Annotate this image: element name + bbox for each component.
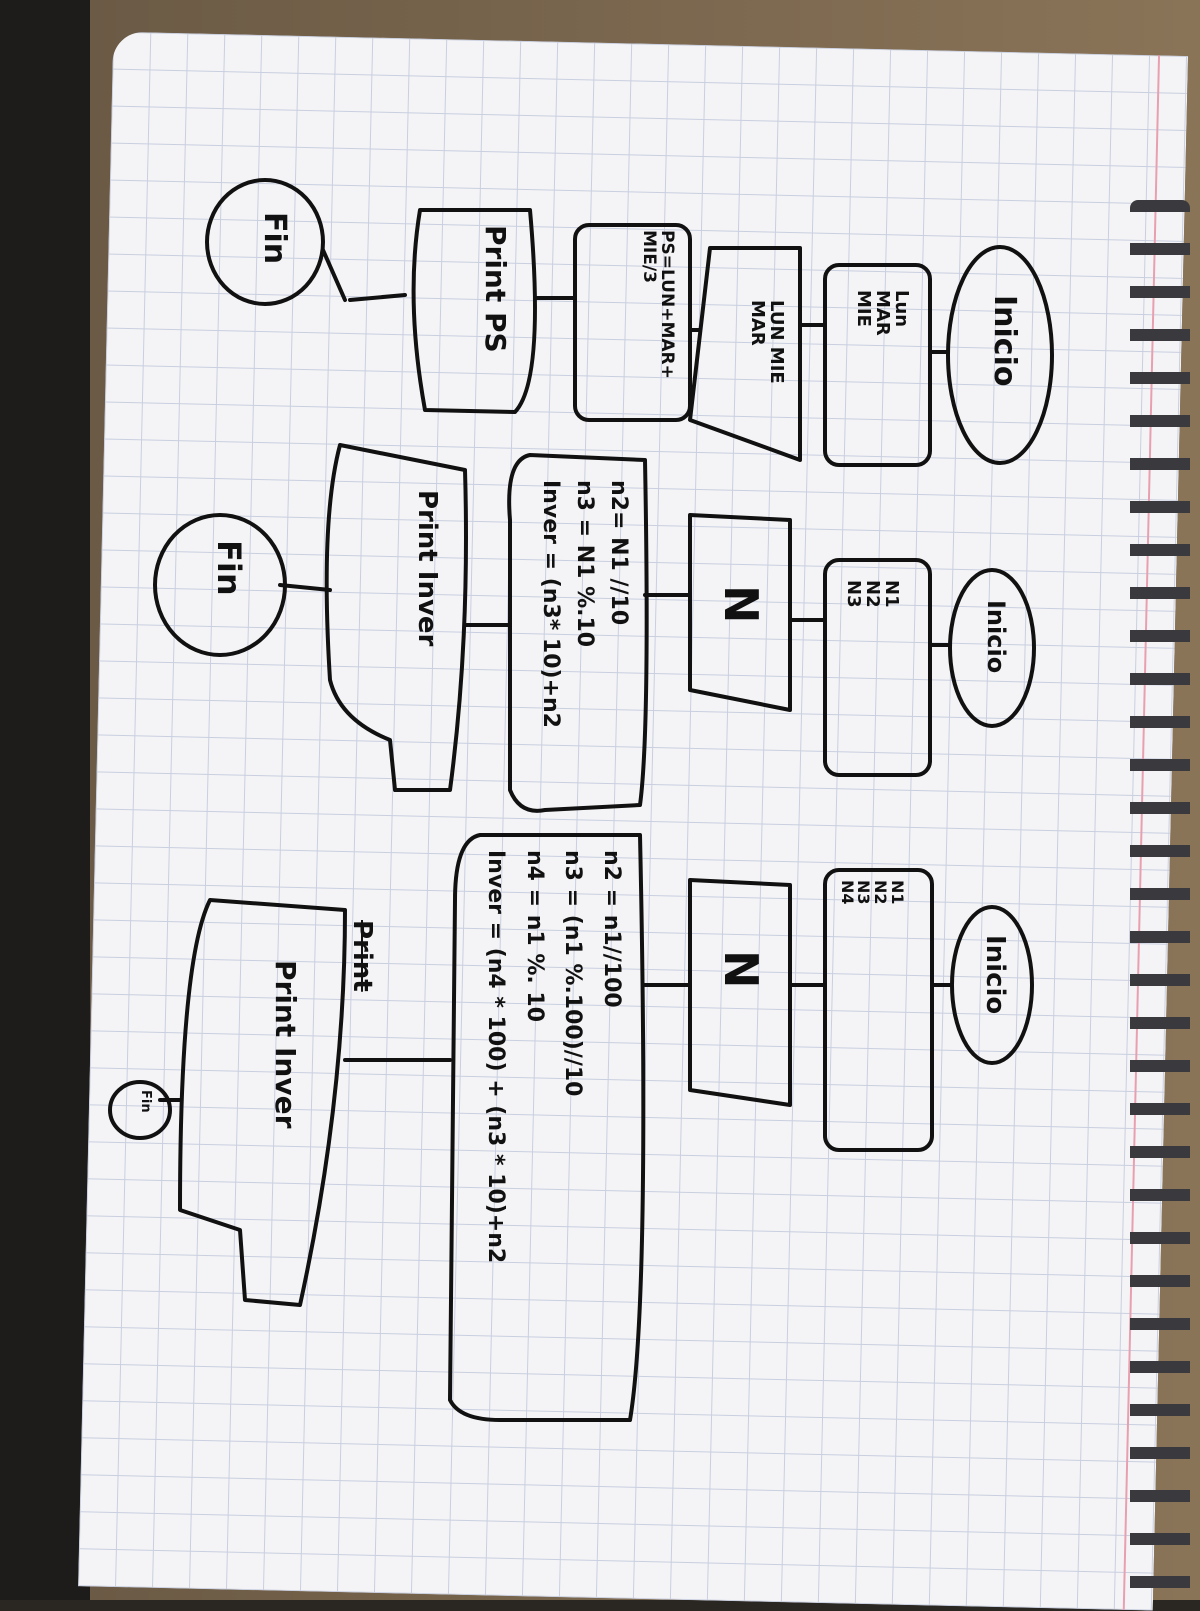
b-process-shape	[507, 453, 649, 813]
b-end-label: Fin	[210, 540, 248, 596]
a-input-box	[823, 263, 932, 467]
a-input-box-label: Lun MAR MIE	[853, 290, 912, 336]
b-process-label: n2= N1 //10 n3 = N1 %.10 Inver = (n3* 10…	[537, 480, 631, 728]
b-input-box-label: N1 N2 N3	[843, 580, 902, 608]
a-end-terminal	[205, 178, 325, 306]
b-output-shape	[324, 443, 468, 792]
c-process-shape	[448, 833, 646, 1422]
b-end-terminal	[153, 513, 287, 657]
c-input-box	[823, 868, 934, 1152]
spiral-binding	[1130, 200, 1190, 1600]
c-end-terminal	[108, 1080, 172, 1140]
a-process-label: PS=LUN+MAR+ MIE/3	[639, 230, 677, 379]
a-end-label: Fin	[257, 212, 292, 265]
a-output-label: Print PS	[479, 225, 512, 353]
b-start-terminal	[948, 568, 1036, 728]
b-output-label: Print Inver	[412, 490, 442, 647]
c-start-label: Inicio	[980, 935, 1010, 1015]
a-connector-6	[321, 248, 347, 302]
c-output-shape	[178, 898, 347, 1307]
a-process-box	[573, 223, 692, 422]
a-input-parallelogram	[688, 246, 802, 462]
c-end-label: Fin	[138, 1090, 153, 1113]
b-connector-5	[278, 583, 332, 592]
b-input-box	[823, 558, 932, 777]
b-input-parallelogram	[688, 513, 792, 712]
a-input-label: LUN MIE MAR	[747, 300, 787, 384]
c-input-label: N	[714, 950, 768, 989]
b-input-label: N	[714, 585, 768, 624]
b-start-label: Inicio	[982, 600, 1010, 674]
c-crossed-label: Print	[347, 920, 377, 992]
a-start-label: Inicio	[987, 295, 1022, 387]
c-process-label: n2 = n1//100 n3 = (n1 %.100)//10 n4 = n1…	[483, 850, 625, 1264]
a-start-terminal	[946, 245, 1054, 465]
a-connector-5	[348, 293, 407, 302]
a-output-shape	[411, 208, 537, 414]
c-input-box-label: N1 N2 N3 N4	[837, 880, 907, 905]
c-output-label: Print Inver	[269, 960, 302, 1129]
c-input-parallelogram	[688, 878, 792, 1107]
